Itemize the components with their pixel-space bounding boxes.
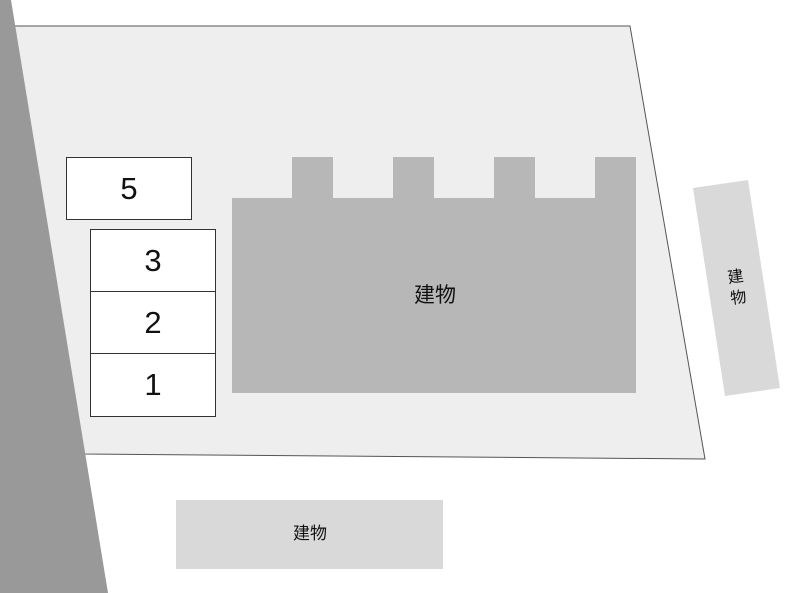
parking-slot-number: 2 [144, 304, 162, 340]
bottom-building [176, 500, 443, 569]
parking-slot-5[interactable]: 5 [66, 157, 192, 220]
bottom-building-label: 建物 [293, 524, 327, 544]
parking-slot-1[interactable]: 1 [90, 353, 216, 417]
parking-slot-number: 1 [144, 367, 162, 402]
main-building-label: 建物 [414, 283, 456, 307]
parking-slot-number: 5 [120, 170, 138, 206]
road [0, 0, 108, 593]
parking-slot-number: 3 [144, 242, 162, 278]
right-building [693, 180, 780, 396]
main-building [232, 157, 636, 393]
parking-slot-2[interactable]: 2 [90, 291, 216, 354]
right-building-label: 建 物 [719, 264, 755, 310]
parking-slot-3[interactable]: 3 [90, 229, 216, 292]
right-building-label-line2: 物 [729, 286, 748, 308]
